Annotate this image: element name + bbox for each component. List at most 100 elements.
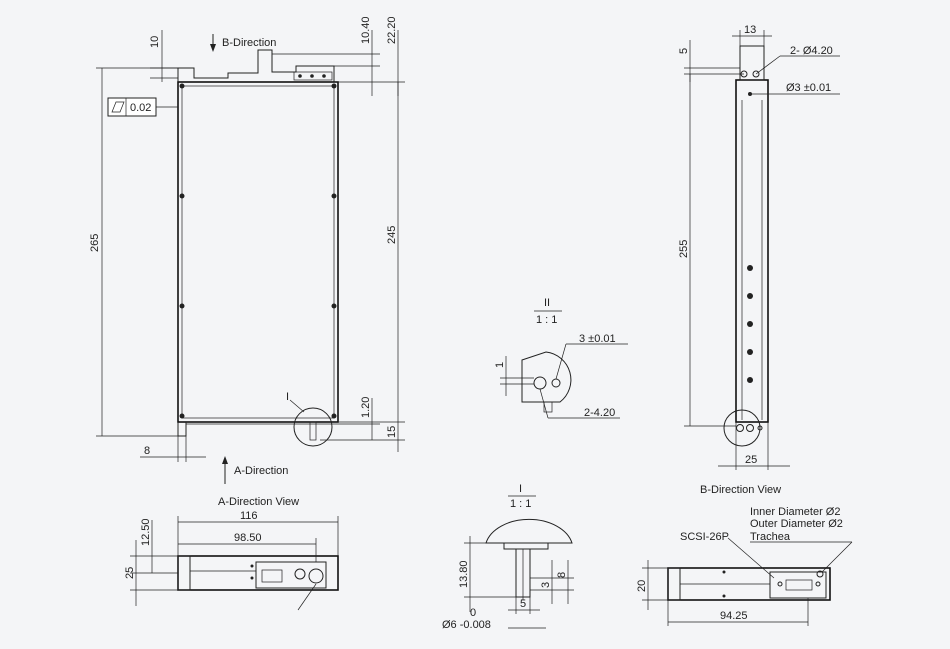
b-view-dot	[722, 570, 726, 574]
front-top-connector	[293, 71, 333, 81]
dim-0: 0	[470, 607, 476, 619]
screw-dot	[179, 83, 185, 89]
detail-i-label: I	[286, 391, 289, 403]
dim-255: 255	[678, 240, 690, 258]
screw-dot	[179, 413, 185, 419]
side-body-outline	[735, 79, 769, 423]
screw-dot	[331, 413, 337, 419]
dim-1-20: 1.20	[360, 397, 372, 418]
dim-98-50: 98.50	[234, 532, 262, 544]
front-view: I 0.02 B-Direction A-Direction 265 10 10…	[89, 16, 405, 484]
detail-ii-pin-leader	[555, 343, 567, 380]
front-body-outline	[177, 81, 339, 423]
detail-ii-hole-leader	[539, 388, 549, 419]
a-view-body	[177, 555, 339, 591]
b-view-end-block	[667, 567, 681, 601]
detail-i-base	[503, 542, 549, 550]
screw-dot	[179, 303, 185, 309]
side-screw-dot	[747, 321, 753, 327]
connector-dot	[322, 74, 326, 78]
side-screw-dot	[747, 377, 753, 383]
b-direction-arrowhead-icon	[210, 44, 216, 52]
detail-ii-hole	[736, 424, 744, 432]
screw-dot	[331, 83, 337, 89]
scsi-label: SCSI-26P	[680, 531, 729, 543]
detail-ii-shape	[521, 351, 572, 403]
b-direction-view-caption: B-Direction View	[700, 484, 781, 496]
b-view-connector-panel	[769, 571, 827, 599]
dim-8-i: 8	[556, 572, 568, 578]
connector-dot	[310, 74, 314, 78]
dim-94-25: 94.25	[720, 610, 748, 622]
scsi-connector-icon	[785, 579, 813, 591]
dim-25: 25	[745, 454, 757, 466]
detail-i: I 1 : 1 13.80 3 8 5 0 Ø6 -0.008	[442, 483, 574, 631]
side-screw-dot	[747, 349, 753, 355]
outer-diameter-label: Outer Diameter Ø2	[750, 518, 843, 530]
pin-note: Ø3 ±0.01	[786, 82, 831, 94]
detail-i-pin	[309, 421, 317, 441]
b-direction-label: B-Direction	[222, 37, 276, 49]
trachea-leader	[821, 541, 853, 573]
detail-ii-hole	[757, 425, 763, 431]
screw-dot	[179, 193, 185, 199]
a-view-port	[261, 569, 283, 583]
a-view-connector-panel	[255, 561, 327, 589]
side-hole	[752, 70, 760, 78]
a-view-dot	[250, 564, 254, 568]
a-view-fitting	[294, 568, 306, 580]
connector-dot	[298, 74, 302, 78]
a-view-leader	[297, 583, 317, 611]
a-direction-arrowhead-icon	[222, 456, 228, 464]
dim-13-80: 13.80	[458, 560, 470, 588]
screw-dot	[331, 303, 337, 309]
a-direction-label: A-Direction	[234, 465, 288, 477]
hole-note: 2- Ø4.20	[790, 45, 833, 57]
trachea-label: Trachea	[750, 531, 791, 543]
b-view-screw	[815, 581, 821, 587]
detail-i-title: I	[519, 483, 522, 495]
dim-20: 20	[636, 580, 648, 592]
dim-12-50: 12.50	[140, 518, 152, 546]
a-view-end-block	[177, 555, 191, 591]
hole-leader	[755, 55, 781, 75]
trachea-fitting-icon	[816, 570, 824, 578]
dim-265: 265	[89, 234, 101, 252]
dim-dia6-tol: Ø6 -0.008	[442, 619, 491, 631]
dim-22-20: 22.20	[386, 16, 398, 44]
dim-25-a: 25	[124, 567, 136, 579]
dim-10: 10	[149, 36, 161, 48]
a-view-fitting	[308, 568, 324, 584]
detail-i-scale: 1 : 1	[510, 498, 531, 510]
scsi-leader	[727, 537, 775, 579]
detail-ii-small-hole	[551, 378, 561, 388]
dim-116: 116	[240, 510, 258, 522]
detail-ii-big-hole	[533, 376, 547, 390]
detail-ii-title: II	[544, 297, 550, 309]
front-body-inner	[181, 85, 335, 419]
detail-ii-hole	[746, 424, 754, 432]
side-screw-dot	[747, 293, 753, 299]
dim-245: 245	[386, 226, 398, 244]
detail-i-circle	[293, 407, 333, 447]
detail-ii-hole-note: 2-4.20	[584, 407, 615, 419]
a-direction-view-caption: A-Direction View	[218, 496, 299, 508]
screw-dot	[331, 193, 337, 199]
side-screw-dot	[747, 265, 753, 271]
b-view-dot	[722, 594, 726, 598]
detail-ii-scale: 1 : 1	[536, 314, 557, 326]
detail-i-leader	[289, 399, 305, 413]
dim-13: 13	[744, 24, 756, 36]
flatness-value: 0.02	[130, 102, 151, 114]
dim-5-i: 5	[520, 598, 526, 610]
b-bottom-view: SCSI-26P Inner Diameter Ø2 Outer Diamete…	[636, 506, 853, 626]
front-bottom-tab	[177, 422, 187, 437]
dim-15: 15	[386, 426, 398, 438]
inner-diameter-label: Inner Diameter Ø2	[750, 506, 840, 518]
detail-i-dome	[485, 518, 573, 544]
dim-5: 5	[678, 48, 690, 54]
dim-1: 1	[494, 362, 506, 368]
a-view-dot	[250, 576, 254, 580]
dim-3: 3	[540, 582, 552, 588]
